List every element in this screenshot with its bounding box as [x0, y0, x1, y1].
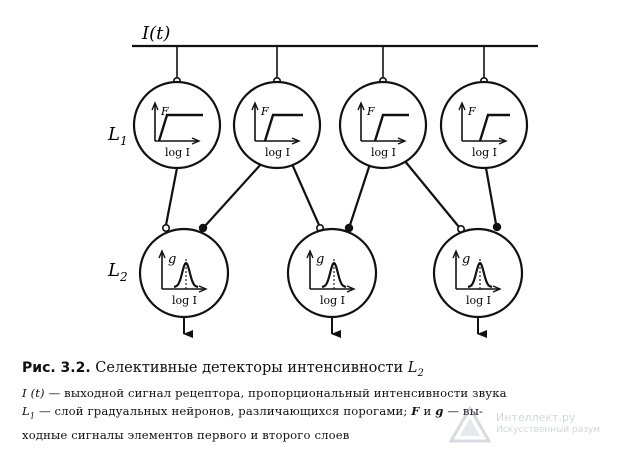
figure-number: Рис. 3.2. [22, 360, 91, 376]
output-axis-label: g [168, 252, 176, 267]
output-axis-label: g [316, 252, 324, 267]
threshold-response-curve [263, 113, 303, 142]
figure-caption: Рис. 3.2. Селективные детекторы интенсив… [22, 358, 622, 445]
excitatory-synapse [162, 224, 171, 233]
inhibitory-synapse [492, 222, 502, 232]
output-axis-label: g [462, 252, 470, 267]
threshold-response-curve [373, 113, 409, 142]
caption-title: Рис. 3.2. Селективные детекторы интенсив… [22, 358, 622, 384]
watermark-logo-icon [448, 404, 492, 443]
layer2-label: L2 [107, 260, 128, 284]
caption-line-1: I (t) — выходной сигнал рецептора, пропо… [22, 385, 507, 400]
layer2-neuron-1: g log I [138, 227, 230, 319]
output-axis-label: F [366, 105, 375, 118]
caption-title-text: Селективные детекторы интенсивности [95, 360, 404, 376]
caption-line-3: ходные сигналы элементов первого и второ… [22, 428, 350, 443]
output-axis-label: F [467, 105, 476, 118]
input-axis-label: log I [320, 294, 345, 307]
caption-title-symbol: L2 [407, 360, 424, 379]
watermark: Интеллект.ру Искусственный разум [448, 404, 623, 445]
input-axis-label: log I [371, 146, 396, 159]
bus-taps [173, 46, 488, 86]
layer2-neuron-3: g log I [432, 227, 524, 319]
output-axis-label: F [260, 105, 269, 118]
inhibitory-synapse [198, 223, 208, 233]
inter-layer-connections [164, 159, 498, 228]
threshold-response-curve [478, 113, 510, 142]
watermark-text: Интеллект.ру [496, 411, 576, 424]
input-axis-label: log I [172, 294, 197, 307]
input-axis-label: log I [265, 146, 290, 159]
output-arrows [183, 316, 487, 338]
output-axis-label: F [160, 105, 169, 118]
input-axis-label: log I [165, 146, 190, 159]
threshold-response-curve [157, 113, 203, 142]
caption-line-2: L1 — слой градуальных нейронов, различаю… [22, 404, 484, 421]
input-signal-label: I(t) [141, 23, 170, 44]
watermark-subtext: Искусственный разум [496, 425, 601, 435]
input-axis-label: log I [472, 146, 497, 159]
input-axis-label: log I [466, 294, 491, 307]
layer2-neurons: g log I g log I g log I [138, 227, 524, 319]
layer1-label: L1 [107, 124, 128, 148]
layer2-neuron-2: g log I [286, 227, 378, 319]
